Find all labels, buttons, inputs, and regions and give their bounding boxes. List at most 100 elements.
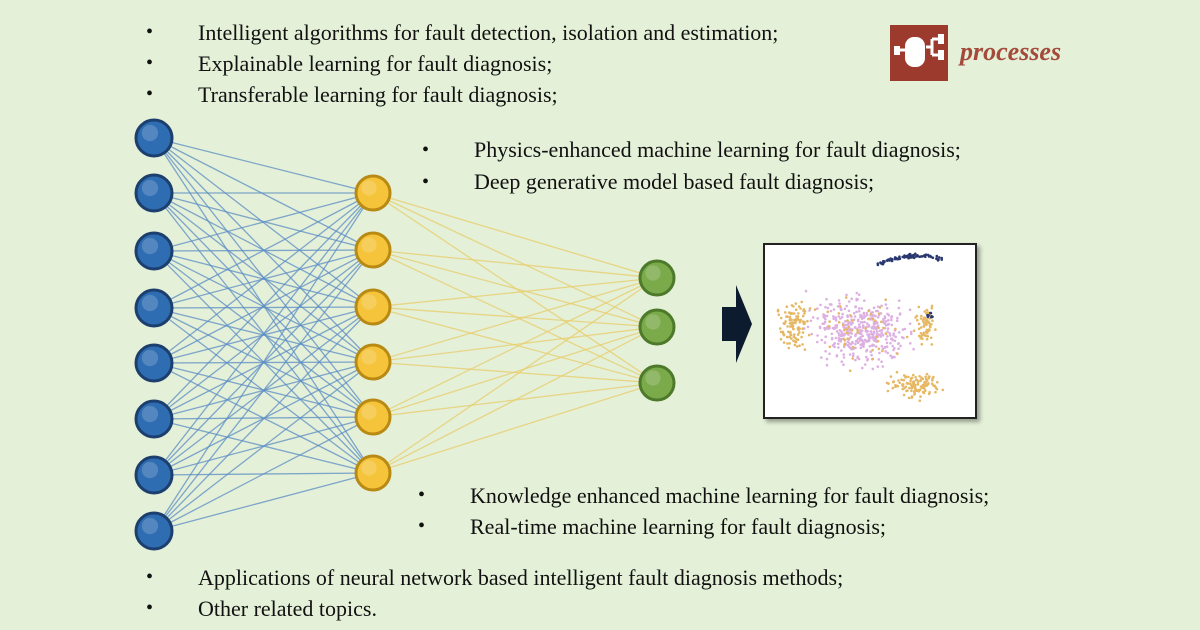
- scatter-point-b: [900, 378, 903, 381]
- scatter-point-b: [837, 320, 841, 324]
- scatter-point-b: [889, 375, 893, 378]
- scatter-point-a: [850, 347, 853, 351]
- scatter-point-a: [832, 315, 835, 318]
- scatter-point-a: [860, 332, 863, 336]
- scatter-point-a: [890, 337, 893, 340]
- connection-line: [372, 249, 658, 328]
- scatter-point-a: [901, 328, 905, 331]
- scatter-point-b: [785, 305, 789, 308]
- scatter-point-a: [830, 337, 834, 341]
- scatter-point-b: [776, 308, 780, 312]
- scatter-point-b: [793, 333, 796, 336]
- scatter-point-b: [844, 296, 848, 299]
- scatter-point-a: [839, 334, 843, 338]
- scatter-point-b: [908, 386, 911, 390]
- scatter-point-a: [847, 300, 851, 303]
- scatter-point-b: [876, 339, 880, 343]
- scatter-point-a: [866, 333, 869, 336]
- scatter-point-a: [876, 309, 879, 313]
- input-neuron: [134, 173, 174, 213]
- scatter-point-c: [897, 257, 901, 260]
- topic-item: •Deep generative model based fault diagn…: [422, 166, 961, 198]
- scatter-point-a: [816, 307, 819, 310]
- scatter-point-b: [928, 391, 931, 394]
- scatter-point-a: [877, 358, 881, 361]
- scatter-point-a: [825, 363, 829, 367]
- scatter-point-a: [899, 344, 902, 348]
- bullet-icon: •: [146, 597, 154, 619]
- scatter-point-a: [909, 342, 912, 345]
- scatter-point-c: [879, 261, 882, 264]
- scatter-point-b: [807, 333, 811, 337]
- topic-list-middle: •Physics-enhanced machine learning for f…: [422, 134, 961, 198]
- scatter-point-a: [837, 315, 840, 318]
- scatter-point-b: [791, 312, 794, 315]
- scatter-point-b: [869, 312, 873, 316]
- scatter-point-a: [845, 293, 848, 297]
- scatter-point-a: [858, 338, 862, 342]
- scatter-point-b: [803, 312, 806, 315]
- connection-line: [153, 416, 374, 532]
- scatter-point-a: [870, 336, 874, 339]
- scatter-point-b: [913, 386, 917, 389]
- scatter-point-a: [861, 344, 864, 347]
- scatter-point-a: [852, 311, 856, 315]
- neuron-highlight: [645, 370, 661, 386]
- scatter-point-b: [919, 379, 922, 382]
- scatter-point-b: [904, 385, 908, 389]
- scatter-point-b: [934, 386, 938, 389]
- scatter-point-b: [922, 325, 926, 328]
- scatter-point-b: [904, 375, 908, 378]
- scatter-point-b: [875, 335, 878, 339]
- scatter-point-a: [910, 332, 913, 336]
- scatter-point-a: [843, 307, 847, 311]
- scatter-point-b: [806, 319, 809, 323]
- scatter-point-b: [778, 327, 782, 330]
- scatter-point-b: [909, 379, 912, 383]
- neuron-highlight: [141, 461, 159, 479]
- scatter-point-b: [912, 380, 915, 384]
- scatter-point-a: [849, 335, 853, 339]
- neuron-highlight: [141, 405, 159, 423]
- scatter-point-a: [886, 351, 889, 355]
- scatter-point-a: [851, 354, 855, 358]
- scatter-point-a: [849, 323, 853, 326]
- scatter-point-a: [857, 318, 860, 322]
- scatter-point-b: [921, 320, 925, 323]
- scatter-point-a: [886, 330, 889, 333]
- scatter-point-b: [910, 389, 913, 393]
- scatter-point-b: [897, 379, 900, 382]
- scatter-point-b: [914, 376, 917, 379]
- scatter-point-b: [788, 315, 792, 319]
- scatter-point-b: [927, 376, 930, 380]
- scatter-point-a: [859, 343, 862, 347]
- scatter-point-b: [917, 305, 921, 309]
- scatter-point-a: [841, 332, 844, 335]
- connection-line: [372, 249, 658, 279]
- scatter-point-a: [869, 330, 873, 333]
- scatter-point-a: [885, 345, 889, 348]
- scatter-point-b: [796, 333, 800, 336]
- scatter-point-b: [871, 357, 874, 361]
- topic-item: •Other related topics.: [146, 593, 843, 624]
- connection-line: [153, 192, 374, 309]
- scatter-point-a: [865, 322, 869, 325]
- scatter-point-a: [811, 316, 815, 319]
- scatter-point-c: [918, 255, 922, 259]
- scatter-point-b: [931, 377, 934, 380]
- processes-journal-icon: [890, 25, 948, 81]
- scatter-point-b: [914, 378, 918, 382]
- scatter-point-a: [878, 333, 881, 336]
- scatter-point-a: [848, 353, 852, 356]
- scatter-point-a: [861, 321, 864, 324]
- scatter-point-b: [923, 387, 926, 390]
- scatter-point-b: [852, 346, 855, 349]
- scatter-point-b: [795, 315, 798, 318]
- scatter-point-a: [885, 320, 888, 323]
- arrow-right-icon: [722, 285, 752, 363]
- scatter-point-a: [897, 342, 900, 345]
- output-neuron: [638, 308, 676, 346]
- scatter-point-a: [881, 347, 885, 351]
- scatter-point-a: [848, 342, 851, 345]
- scatter-point-a: [893, 339, 897, 343]
